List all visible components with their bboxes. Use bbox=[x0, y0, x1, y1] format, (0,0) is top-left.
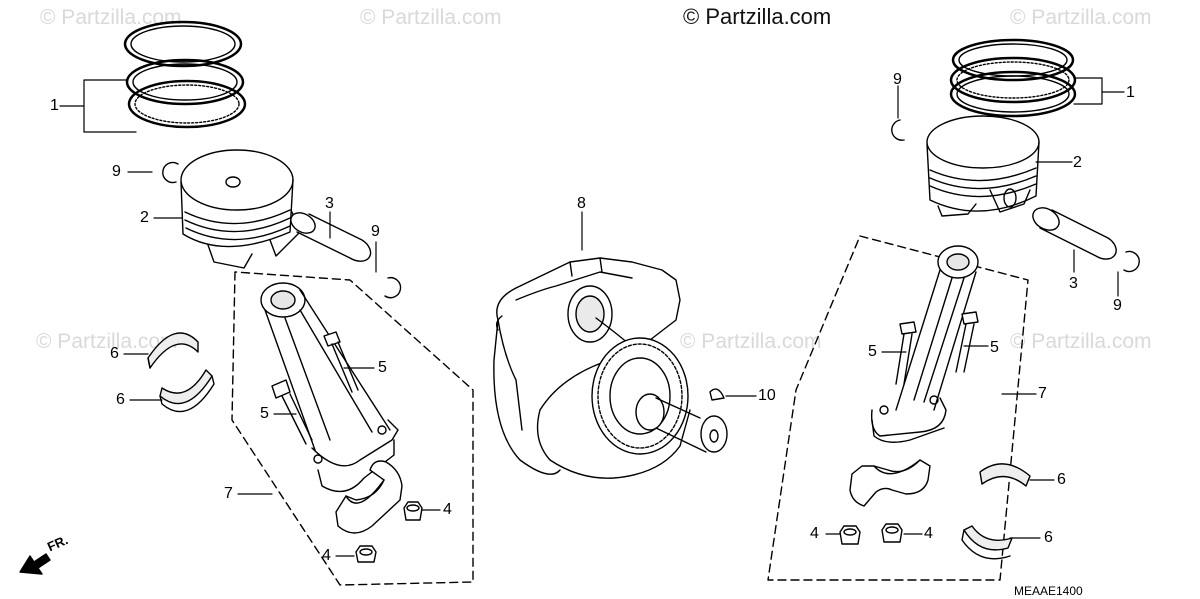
callout-6-right-lower: 6 bbox=[1044, 529, 1053, 546]
copyright-text: © Partzilla.com bbox=[683, 4, 832, 29]
piston-left bbox=[180, 149, 301, 269]
callout-1-right: 1 bbox=[1126, 84, 1135, 101]
connecting-rod-left bbox=[260, 282, 399, 493]
diagram-code: MEAAE1400 bbox=[1014, 584, 1083, 598]
callout-5-right-left: 5 bbox=[868, 343, 877, 360]
watermark: © Partzilla.com bbox=[1010, 6, 1152, 29]
rod-nut-left-1 bbox=[403, 501, 423, 521]
rod-cap-right bbox=[849, 459, 931, 507]
bearing-shell-right-lower bbox=[961, 525, 1013, 560]
rod-cap-left bbox=[335, 460, 403, 534]
callout-10-key: 10 bbox=[758, 387, 776, 404]
rod-nut-left-2 bbox=[355, 545, 377, 563]
callout-3-right: 3 bbox=[1069, 275, 1078, 292]
watermark: © Partzilla.com bbox=[360, 6, 502, 29]
rod-bolt-right-right bbox=[955, 311, 979, 373]
callout-4-right-right: 4 bbox=[924, 525, 933, 542]
circlip-left-upper bbox=[162, 161, 179, 184]
callout-2-right: 2 bbox=[1073, 154, 1082, 171]
piston-pin-left bbox=[290, 212, 372, 262]
circlip-left-lower bbox=[384, 276, 402, 299]
callout-7-left: 7 bbox=[224, 485, 233, 502]
callout-2-left: 2 bbox=[140, 209, 149, 226]
woodruff-key bbox=[709, 388, 725, 401]
watermark: © Partzilla.com bbox=[40, 6, 182, 29]
watermark: © Partzilla.com bbox=[1010, 330, 1152, 353]
bearing-shell-right-upper bbox=[979, 463, 1031, 487]
rod-bolt-right-left bbox=[895, 321, 917, 385]
watermark: © Partzilla.com bbox=[680, 330, 822, 353]
rod-nut-right-2 bbox=[881, 523, 903, 543]
connecting-rod-right bbox=[870, 245, 979, 443]
bearing-shell-left-lower bbox=[159, 369, 215, 413]
piston-rings-left bbox=[123, 20, 247, 129]
callout-6-left-upper: 6 bbox=[110, 345, 119, 362]
rod-bolt-left-right bbox=[323, 331, 359, 393]
callout-4-left-right: 4 bbox=[443, 501, 452, 518]
callout-6-left-lower: 6 bbox=[116, 391, 125, 408]
callout-7-right: 7 bbox=[1038, 385, 1047, 402]
conrod-group-outline-right bbox=[767, 235, 1029, 581]
leader-lines bbox=[59, 77, 1125, 557]
callout-9-right-lower: 9 bbox=[1113, 297, 1122, 314]
piston-rings-right bbox=[949, 38, 1077, 118]
rod-bolt-left-left bbox=[271, 379, 313, 445]
piston-pin-right bbox=[1032, 207, 1117, 260]
callout-4-right-left: 4 bbox=[810, 525, 819, 542]
callout-6-right-upper: 6 bbox=[1057, 471, 1066, 488]
crankshaft bbox=[493, 257, 728, 479]
callout-8-crankshaft: 8 bbox=[577, 195, 586, 212]
piston-right bbox=[926, 115, 1040, 217]
callout-9-right-upper: 9 bbox=[893, 71, 902, 88]
front-direction-arrow bbox=[19, 553, 51, 575]
callout-5-left-left: 5 bbox=[260, 405, 269, 422]
callout-4-left-lower: 4 bbox=[322, 547, 331, 564]
callout-9-left-lower: 9 bbox=[371, 223, 380, 240]
circlip-right-upper bbox=[891, 119, 905, 141]
watermark: © Partzilla.com bbox=[36, 330, 178, 353]
rod-nut-right-1 bbox=[839, 525, 861, 545]
callout-1-left: 1 bbox=[50, 97, 59, 114]
callout-9-left-upper: 9 bbox=[112, 163, 121, 180]
bearing-shell-left-upper bbox=[147, 332, 199, 369]
callout-5-right-right: 5 bbox=[990, 339, 999, 356]
callout-5-left-right: 5 bbox=[378, 359, 387, 376]
callout-3-left: 3 bbox=[325, 195, 334, 212]
conrod-group-outline-left bbox=[231, 271, 474, 586]
circlip-right-lower bbox=[1123, 250, 1140, 273]
